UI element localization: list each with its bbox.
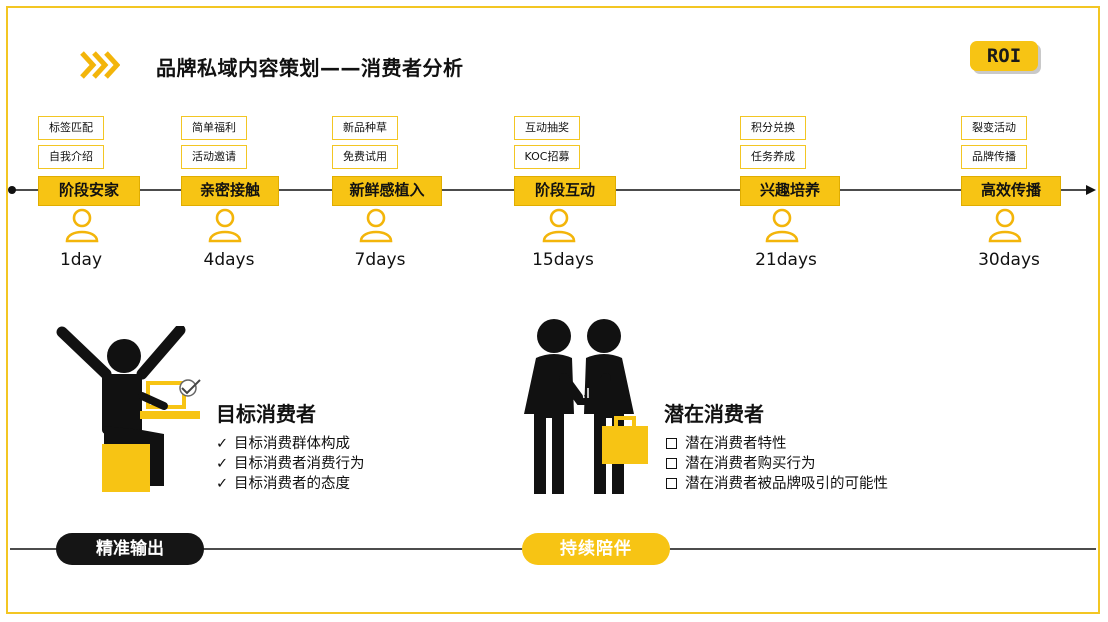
tag: 裂变活动 xyxy=(961,116,1027,140)
list-item: ✓目标消费者消费行为 xyxy=(216,456,365,472)
tag: 标签匹配 xyxy=(38,116,104,140)
page-frame xyxy=(6,6,1100,614)
tag: 活动邀请 xyxy=(181,145,247,169)
tag: KOC招募 xyxy=(514,145,580,169)
tag: 免费试用 xyxy=(332,145,398,169)
tag: 简单福利 xyxy=(181,116,247,140)
stage-label: 阶段互动 xyxy=(514,176,616,206)
person-icon xyxy=(765,208,799,243)
tag: 积分兑换 xyxy=(740,116,806,140)
stage-label: 阶段安家 xyxy=(38,176,140,206)
person-icon xyxy=(65,208,99,243)
tag: 新品种草 xyxy=(332,116,398,140)
stage-label: 亲密接触 xyxy=(181,176,279,206)
person-icon xyxy=(542,208,576,243)
person-icon xyxy=(988,208,1022,243)
tag: 任务养成 xyxy=(740,145,806,169)
chevron-right-icon xyxy=(80,51,120,79)
person-icon xyxy=(208,208,242,243)
day-label: 1day xyxy=(59,250,103,270)
checkbox-icon xyxy=(666,457,677,469)
day-label: 30days xyxy=(978,250,1040,270)
page-title: 品牌私域内容策划——消费者分析 xyxy=(156,56,464,80)
handshake-icon xyxy=(524,319,648,494)
tag: 互动抽奖 xyxy=(514,116,580,140)
list-item: 潜在消费者购买行为 xyxy=(666,454,888,474)
check-icon: ✓ xyxy=(216,476,229,492)
tag: 自我介绍 xyxy=(38,145,104,169)
potential-consumer-list: 潜在消费者特性 潜在消费者购买行为 潜在消费者被品牌吸引的可能性 xyxy=(666,434,888,494)
stage-label: 兴趣培养 xyxy=(740,176,840,206)
roi-badge: ROI xyxy=(970,41,1038,71)
day-label: 7days xyxy=(354,250,406,270)
list-item: ✓目标消费者的态度 xyxy=(216,476,350,492)
stage-label: 高效传播 xyxy=(961,176,1061,206)
continuous-companion-pill: 持续陪伴 xyxy=(522,533,670,565)
target-consumer-title: 目标消费者 xyxy=(216,402,316,426)
list-item: 潜在消费者被品牌吸引的可能性 xyxy=(666,474,888,494)
potential-consumer-title: 潜在消费者 xyxy=(664,402,764,426)
target-consumer-list: ✓目标消费群体构成 ✓目标消费者消费行为 ✓目标消费者的态度 xyxy=(216,434,365,494)
day-label: 15days xyxy=(532,250,594,270)
list-item: 潜在消费者特性 xyxy=(666,434,888,454)
stage-label: 新鲜感植入 xyxy=(332,176,442,206)
day-label: 4days xyxy=(203,250,255,270)
checkbox-icon xyxy=(666,477,677,489)
check-icon: ✓ xyxy=(216,436,229,452)
cheering-person-icon xyxy=(56,326,201,492)
checkbox-icon xyxy=(666,437,677,449)
precise-output-pill: 精准输出 xyxy=(56,533,204,565)
tag: 品牌传播 xyxy=(961,145,1027,169)
person-icon xyxy=(359,208,393,243)
day-label: 21days xyxy=(755,250,817,270)
list-item: ✓目标消费群体构成 xyxy=(216,436,350,452)
check-icon: ✓ xyxy=(216,456,229,472)
